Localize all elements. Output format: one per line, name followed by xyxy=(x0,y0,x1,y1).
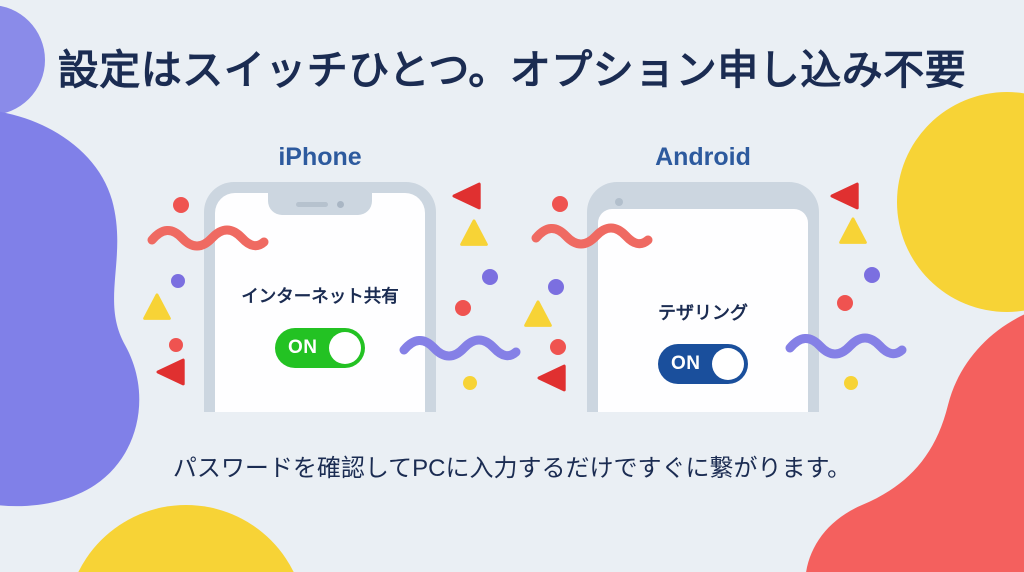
phone-mockup-iphone: インターネット共有 ON xyxy=(204,182,436,412)
confetti-dot xyxy=(844,376,858,390)
confetti-dot xyxy=(864,267,880,283)
setting-label-internet-sharing: インターネット共有 xyxy=(241,286,399,306)
confetti-dot xyxy=(455,300,471,316)
camera-icon xyxy=(337,200,344,208)
toggle-knob-iphone xyxy=(329,332,361,364)
circle-yellow-topright xyxy=(897,92,1024,312)
confetti-triangle xyxy=(452,182,481,210)
page-caption: パスワードを確認してPCに入力するだけですぐに繋がります。 xyxy=(172,455,852,482)
confetti-dot xyxy=(837,295,853,311)
toggle-state-label-iphone: ON xyxy=(288,337,318,358)
toggle-switch-android[interactable]: ON xyxy=(658,344,748,384)
iphone-notch xyxy=(268,193,372,215)
confetti-dot xyxy=(173,197,189,213)
confetti-triangle xyxy=(460,219,488,246)
confetti-triangle xyxy=(537,364,566,392)
toggle-state-label-android: ON xyxy=(671,353,701,374)
page-title: 設定はスイッチひとつ。オプション申し込み不要 xyxy=(57,47,967,93)
circle-purple-topleft-accent xyxy=(0,5,45,115)
blob-purple-left xyxy=(0,111,140,507)
phone-mockup-android: テザリング ON xyxy=(587,182,819,412)
confetti-triangle xyxy=(524,300,552,327)
confetti-dot xyxy=(482,269,498,285)
phone-screen-iphone: インターネット共有 ON xyxy=(215,193,425,412)
device-label-android: Android xyxy=(655,143,751,171)
blob-coral-bottomright xyxy=(806,314,1024,572)
speaker-icon xyxy=(641,198,701,205)
confetti-dot xyxy=(171,274,185,288)
setting-label-tethering: テザリング xyxy=(658,303,748,323)
confetti-triangle xyxy=(830,182,859,210)
circle-yellow-bottomleft xyxy=(78,505,294,572)
toggle-knob-android xyxy=(712,348,744,380)
confetti-triangle xyxy=(156,358,185,386)
device-label-iphone: iPhone xyxy=(278,143,362,171)
speaker-icon xyxy=(296,201,328,207)
confetti-dot xyxy=(169,338,183,352)
confetti-triangle xyxy=(839,217,867,244)
toggle-switch-iphone[interactable]: ON xyxy=(275,328,365,368)
confetti-dot xyxy=(550,339,566,355)
android-bezel xyxy=(598,193,808,210)
confetti-dot xyxy=(548,279,564,295)
confetti-dot xyxy=(463,376,477,390)
confetti-triangle xyxy=(143,293,171,320)
confetti-dot xyxy=(552,196,568,212)
camera-icon xyxy=(615,197,623,206)
